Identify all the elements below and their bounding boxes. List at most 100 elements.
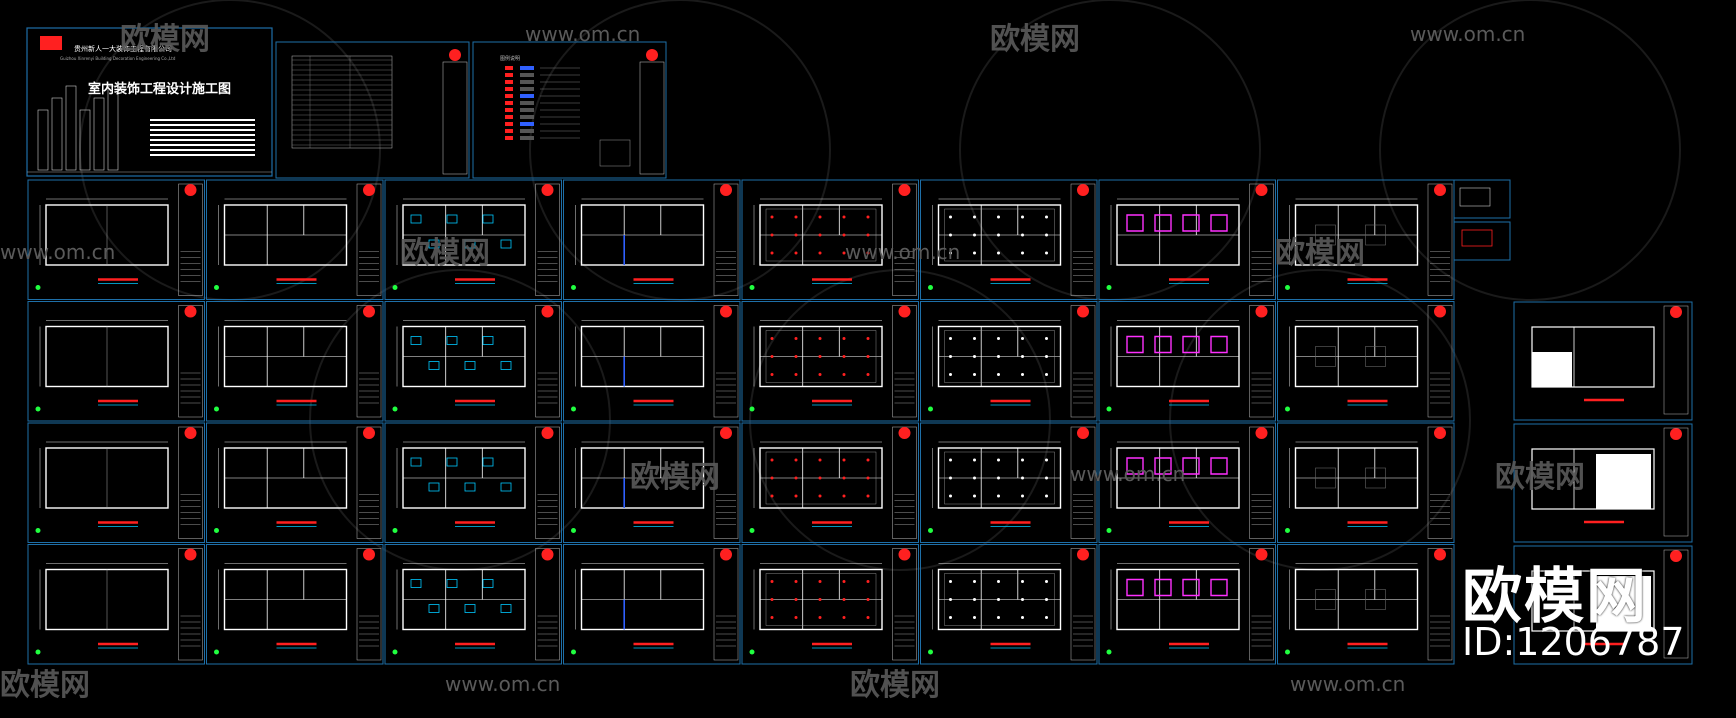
- legend-swatch: [520, 73, 534, 77]
- cover-title: 室内装饰工程设计施工图: [88, 82, 232, 97]
- light-fixture: [794, 373, 798, 376]
- light-fixture: [997, 494, 1000, 498]
- filled-area: [1596, 454, 1651, 509]
- light-fixture: [1021, 215, 1024, 219]
- furniture-block: [446, 457, 458, 467]
- legend-swatch: [520, 122, 534, 126]
- light-fixture: [842, 337, 846, 340]
- light-fixture: [842, 233, 846, 237]
- sheet-frame: [206, 422, 384, 543]
- seal-stamp: [1670, 306, 1682, 318]
- legend-symbol: [505, 115, 513, 119]
- index-sheet: [275, 41, 470, 179]
- elevation-marker: [1315, 589, 1336, 610]
- north-arrow: [1285, 649, 1290, 655]
- light-fixture: [1045, 251, 1048, 255]
- light-fixture: [1021, 616, 1024, 619]
- ceiling-grid: [765, 451, 877, 505]
- light-fixture: [866, 251, 870, 255]
- title-block: [178, 305, 203, 418]
- light-fixture: [997, 476, 1000, 480]
- furniture-block: [446, 214, 458, 224]
- light-fixture: [770, 598, 774, 601]
- light-fixture: [949, 233, 952, 237]
- legend-symbol: [505, 108, 513, 112]
- light-fixture: [973, 251, 976, 255]
- title-block: [356, 548, 382, 661]
- title-block: [535, 426, 560, 539]
- sheet-frame: [741, 544, 919, 665]
- cover-company-name: 贵州新人一大装饰工程有限公司: [74, 45, 172, 53]
- sheet-frame: [920, 544, 1098, 665]
- light-fixture: [1021, 337, 1024, 340]
- light-fixture: [794, 233, 798, 237]
- sheet-frame: [27, 422, 205, 543]
- furniture-block: [482, 457, 494, 467]
- north-arrow: [35, 406, 41, 412]
- furniture-block: [464, 361, 476, 370]
- seal-stamp: [184, 548, 197, 561]
- light-fixture: [842, 373, 846, 376]
- extra-sheet: [1513, 545, 1693, 665]
- legend-symbol: [505, 87, 513, 91]
- sheet-frame: [741, 179, 919, 300]
- building-sketch: [65, 85, 77, 171]
- seal-stamp: [1434, 305, 1446, 318]
- floor-pattern: [1126, 335, 1144, 354]
- watermark-url-6: www.om.cn: [445, 672, 561, 696]
- light-fixture: [973, 458, 976, 462]
- light-fixture: [818, 215, 822, 219]
- furniture-block: [464, 604, 476, 613]
- light-fixture: [1021, 251, 1024, 255]
- title-block: [356, 426, 382, 539]
- seal-stamp: [1670, 428, 1682, 440]
- title-block: [713, 305, 739, 418]
- title-block: [178, 426, 203, 539]
- watermark-brand-5: 欧模网: [630, 460, 720, 495]
- furniture-block: [410, 579, 422, 588]
- light-fixture: [1045, 616, 1048, 619]
- title-block: [178, 183, 203, 296]
- sheet-frame: [1098, 422, 1276, 543]
- light-fixture: [973, 337, 976, 340]
- furniture-block: [446, 579, 458, 588]
- light-fixture: [949, 337, 952, 340]
- sheet-frame: [1513, 301, 1693, 421]
- light-fixture: [842, 476, 846, 480]
- floor-pattern: [1154, 578, 1172, 597]
- furniture-block: [482, 336, 494, 345]
- light-fixture: [866, 476, 870, 480]
- light-fixture: [949, 598, 952, 601]
- light-fixture: [973, 494, 976, 498]
- mini-plan: [1459, 187, 1491, 207]
- drawing-sheet: [563, 179, 741, 300]
- floor-pattern: [1126, 457, 1144, 475]
- light-fixture: [842, 616, 846, 619]
- seal-stamp: [363, 305, 375, 318]
- title-block: [1663, 305, 1689, 415]
- floor-pattern: [1154, 214, 1172, 232]
- north-arrow: [571, 285, 576, 290]
- seal-stamp: [1255, 548, 1268, 561]
- light-fixture: [997, 373, 1000, 376]
- light-fixture: [973, 233, 976, 237]
- elevation-marker: [1365, 589, 1386, 610]
- title-block: [1427, 305, 1453, 418]
- light-fixture: [997, 337, 1000, 340]
- ceiling-grid: [765, 573, 877, 626]
- light-fixture: [770, 337, 774, 340]
- seal-stamp: [646, 49, 658, 61]
- legend-symbol: [505, 136, 513, 140]
- legend-symbol: [505, 122, 513, 126]
- light-fixture: [866, 580, 870, 583]
- light-fixture: [1021, 476, 1024, 480]
- seal-stamp: [1434, 184, 1446, 196]
- light-fixture: [1045, 337, 1048, 340]
- light-fixture: [949, 458, 952, 462]
- sheet-frame: [920, 179, 1098, 300]
- light-fixture: [770, 616, 774, 619]
- light-fixture: [997, 355, 1000, 358]
- watermark-brand-1: 欧模网: [120, 22, 210, 57]
- light-fixture: [842, 215, 846, 219]
- watermark-url-5: www.om.cn: [1070, 462, 1186, 486]
